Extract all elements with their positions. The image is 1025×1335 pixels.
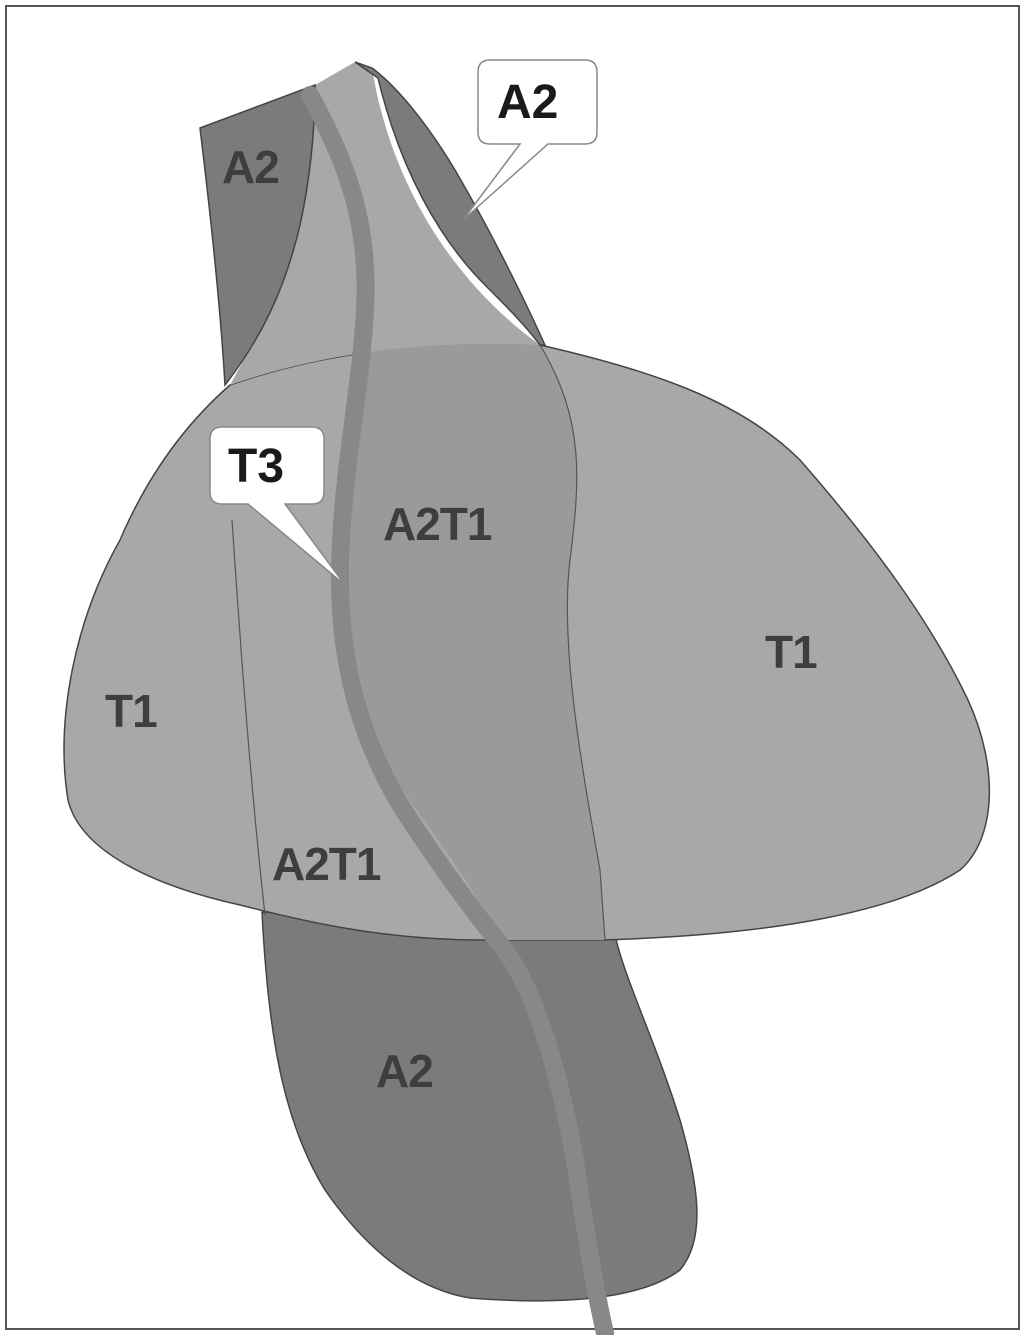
label-a2-bottom: A2 — [376, 1045, 433, 1097]
callout-t3-text: T3 — [228, 440, 284, 493]
label-t1-right: T1 — [765, 626, 817, 678]
label-a2t1-lower: A2T1 — [272, 838, 381, 890]
callout-a2-text: A2 — [497, 76, 558, 129]
label-a2t1-upper: A2T1 — [383, 498, 492, 550]
label-a2-top-left: A2 — [222, 141, 279, 193]
label-t1-left: T1 — [105, 685, 157, 737]
